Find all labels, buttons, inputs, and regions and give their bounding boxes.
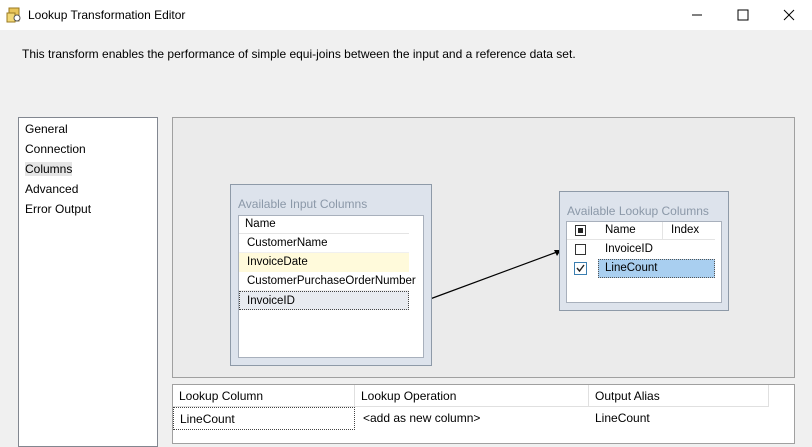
page-nav: General Connection Columns Advanced Erro… — [18, 117, 158, 447]
lookup-row-checkbox[interactable] — [574, 262, 587, 275]
description-text: This transform enables the performance o… — [22, 47, 576, 61]
minimize-button[interactable] — [674, 0, 720, 30]
input-row-customername[interactable]: CustomerName — [239, 234, 409, 253]
selected-row-highlight — [598, 259, 715, 278]
lookup-row-label: LineCount — [605, 262, 658, 274]
input-columns-list[interactable]: Name CustomerName InvoiceDate CustomerPu… — [238, 215, 424, 358]
window-title: Lookup Transformation Editor — [28, 8, 186, 22]
nav-item-columns[interactable]: Columns — [25, 162, 73, 176]
input-row-invoiceid[interactable]: InvoiceID — [239, 291, 409, 310]
nav-item-advanced[interactable]: Advanced — [25, 182, 79, 196]
cell-output-alias[interactable]: LineCount — [595, 411, 650, 425]
indeterminate-mark-icon — [578, 228, 583, 233]
lookup-row-label: InvoiceID — [605, 243, 653, 255]
checkmark-icon — [576, 264, 585, 273]
lookup-mapping-grid: Lookup Column Lookup Operation Output Al… — [172, 384, 795, 444]
nav-item-connection[interactable]: Connection — [25, 142, 86, 156]
nav-item-general[interactable]: General — [25, 122, 68, 136]
close-icon — [783, 9, 795, 21]
col-header-lookup-operation[interactable]: Lookup Operation — [355, 385, 589, 407]
col-header-lookup-column[interactable]: Lookup Column — [173, 385, 355, 407]
close-button[interactable] — [766, 0, 812, 30]
column-mapping-canvas[interactable]: Available Input Columns Name CustomerNam… — [172, 117, 795, 378]
cell-lookup-column[interactable]: LineCount — [173, 407, 355, 430]
cell-lookup-operation[interactable]: <add as new column> — [363, 411, 481, 425]
input-columns-panel: Available Input Columns Name CustomerNam… — [230, 184, 432, 366]
minimize-icon — [692, 14, 702, 16]
select-all-checkbox[interactable] — [575, 225, 586, 236]
input-row-customerpurchaseordernumber[interactable]: CustomerPurchaseOrderNumber — [239, 272, 416, 291]
lookup-list-header: Name Index — [567, 222, 715, 240]
lookup-header-index: Index — [671, 224, 700, 236]
maximize-icon — [737, 9, 749, 21]
input-panel-title: Available Input Columns — [238, 197, 368, 211]
title-bar: Lookup Transformation Editor — [0, 0, 812, 30]
lookup-header-name: Name — [605, 224, 636, 236]
maximize-button[interactable] — [720, 0, 766, 30]
input-header-name: Name — [245, 218, 276, 230]
lookup-panel-title: Available Lookup Columns — [567, 204, 709, 218]
col-header-output-alias[interactable]: Output Alias — [589, 385, 769, 407]
lookup-columns-list[interactable]: Name Index InvoiceID LineCount — [566, 221, 722, 303]
lookup-row-invoiceid[interactable]: InvoiceID — [567, 240, 715, 259]
header-divider — [662, 222, 663, 240]
input-row-invoicedate[interactable]: InvoiceDate — [239, 253, 409, 272]
nav-item-error-output[interactable]: Error Output — [25, 202, 92, 216]
input-row-label: CustomerName — [247, 237, 328, 249]
lookup-row-checkbox[interactable] — [575, 244, 586, 255]
input-row-label: CustomerPurchaseOrderNumber — [247, 275, 416, 287]
lookup-row-linecount[interactable]: LineCount — [567, 259, 715, 278]
input-row-label: InvoiceID — [247, 295, 295, 307]
input-row-label: InvoiceDate — [247, 256, 308, 268]
ssis-lookup-icon — [6, 7, 21, 23]
input-list-header: Name — [239, 216, 409, 234]
lookup-columns-panel: Available Lookup Columns Name Index Invo… — [559, 191, 729, 311]
